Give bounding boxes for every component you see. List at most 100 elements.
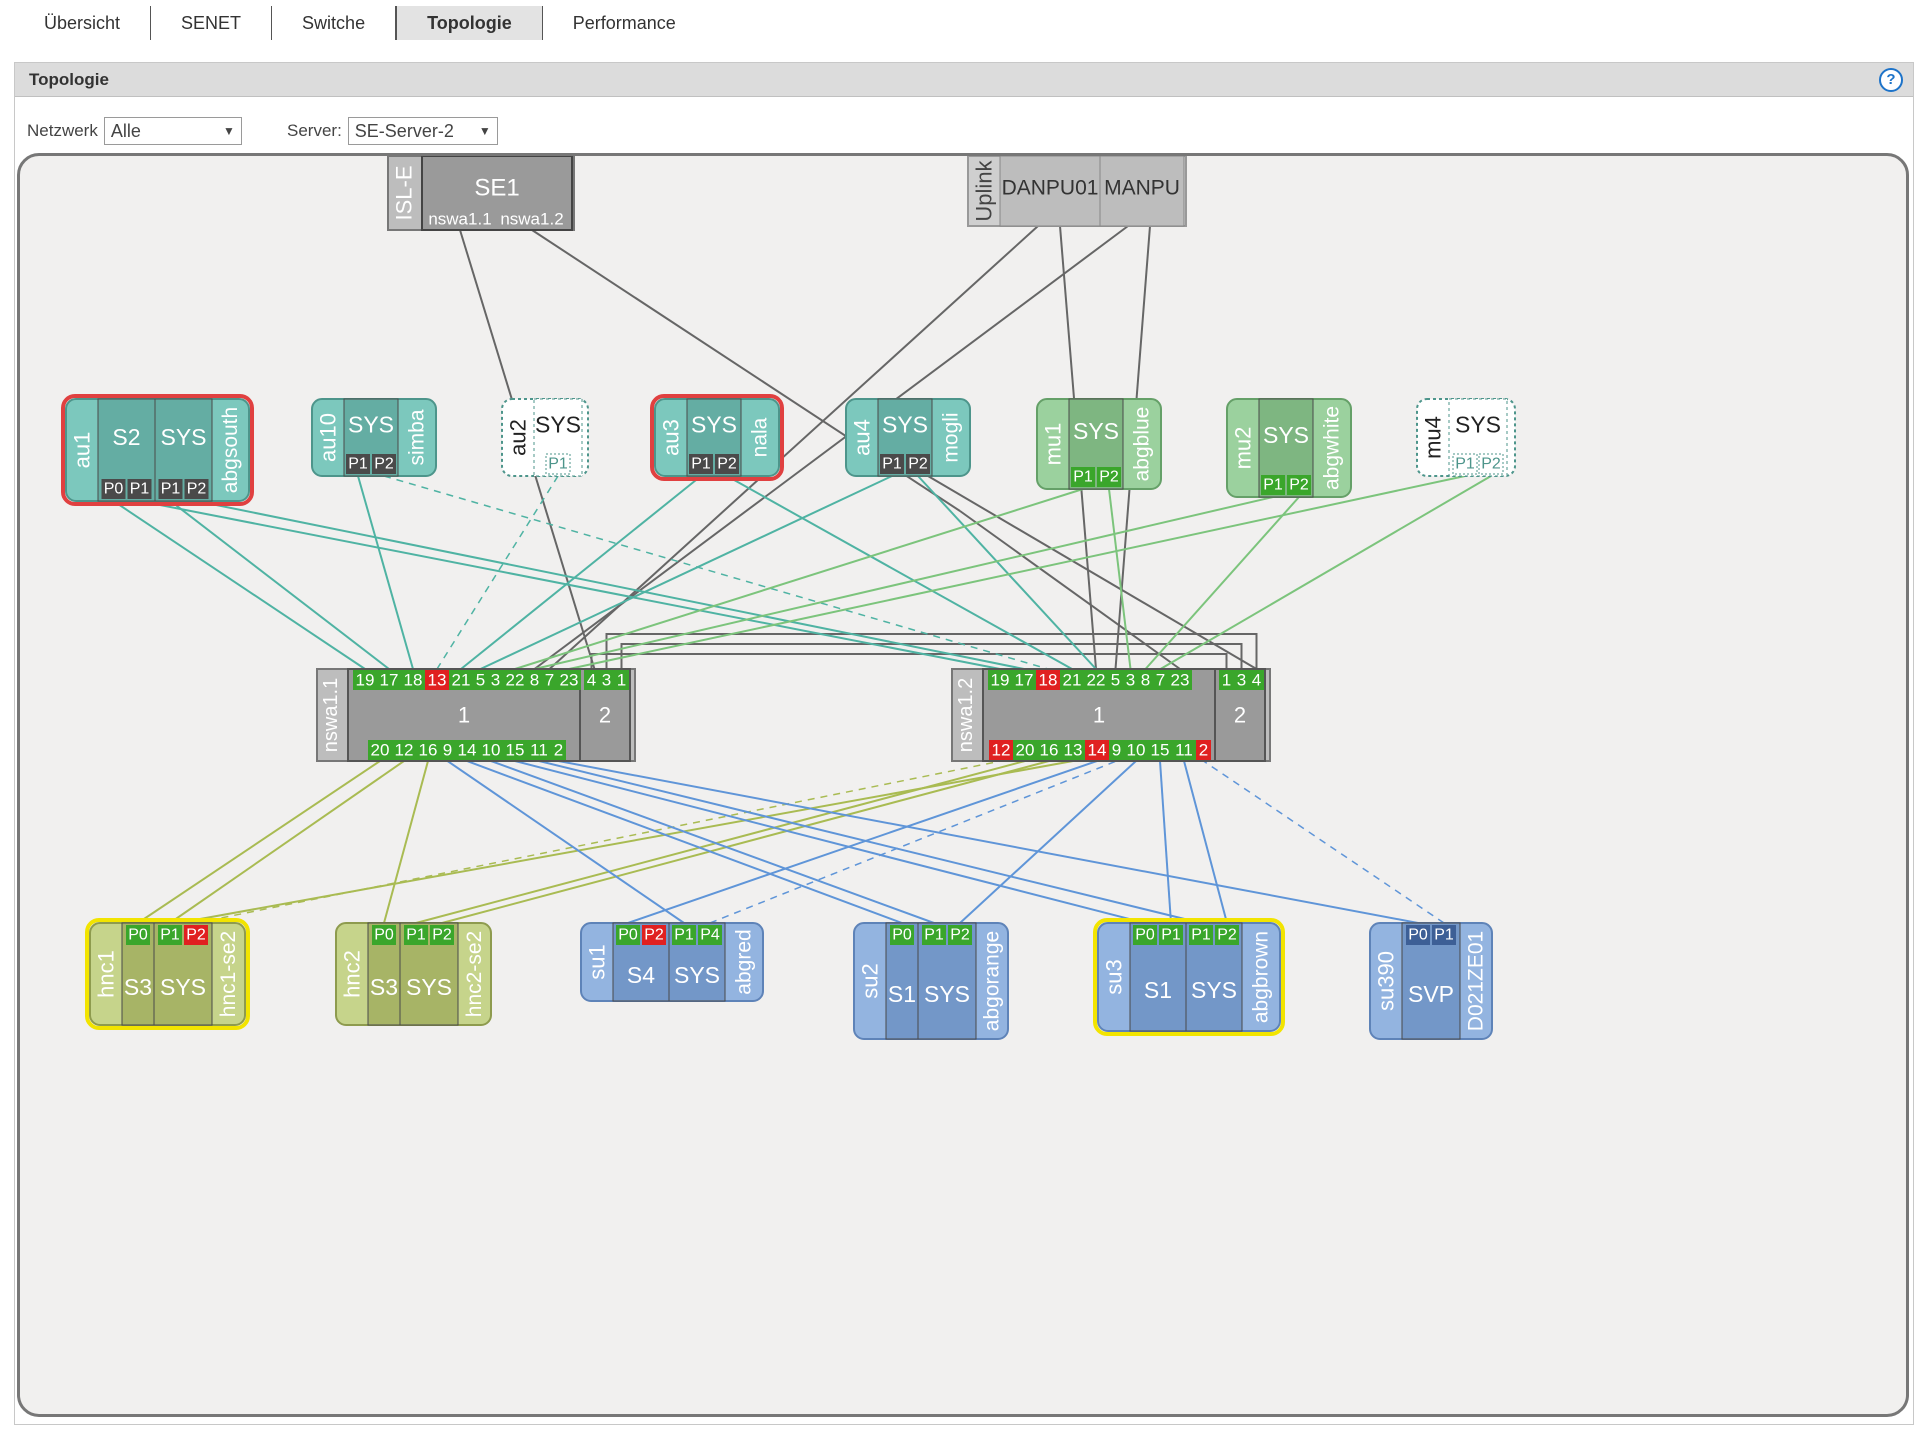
switch-port-label: 5 xyxy=(476,671,485,690)
port-p1 xyxy=(689,454,713,474)
port-label: P2 xyxy=(1099,469,1119,486)
connection-line xyxy=(558,760,1419,924)
switch-port-label: 14 xyxy=(1088,741,1107,760)
connection-line xyxy=(627,760,1098,924)
node-cell-label: SYS xyxy=(1263,422,1309,448)
switch-port-label: 1 xyxy=(617,671,626,690)
tab-topology[interactable]: Topologie xyxy=(396,6,543,40)
port-label: P1 xyxy=(924,927,944,944)
switch-port-label: 2 xyxy=(554,741,563,760)
port-p1 xyxy=(346,454,370,474)
network-select[interactable]: Alle ▼ xyxy=(103,117,242,145)
switch-port xyxy=(527,740,551,760)
port-label: P2 xyxy=(432,927,452,944)
switch-port xyxy=(449,670,473,690)
port-p2 xyxy=(1478,453,1504,475)
switch-unit-label: 1 xyxy=(458,703,470,728)
port-p1 xyxy=(545,453,571,475)
help-icon[interactable]: ? xyxy=(1879,68,1903,92)
port-p0 xyxy=(616,925,640,945)
tab-switches[interactable]: Switche xyxy=(272,6,397,40)
connection-line xyxy=(196,500,1025,670)
switch-port xyxy=(1060,670,1084,690)
port-p2 xyxy=(906,454,930,474)
network-select-value: Alle xyxy=(110,120,141,141)
port-label: P2 xyxy=(374,456,394,473)
port-label: P2 xyxy=(1289,477,1309,494)
node-cell-label: SYS xyxy=(1455,412,1501,438)
port-label: P0 xyxy=(128,927,148,944)
switch-port xyxy=(1219,670,1234,690)
node-id-label: au4 xyxy=(850,419,875,456)
switch-port-label: 11 xyxy=(530,741,548,760)
switch-port xyxy=(455,740,479,760)
port-p2 xyxy=(184,479,209,499)
port-p2 xyxy=(1215,925,1239,945)
switch-port-label: 20 xyxy=(1016,741,1035,760)
switch-port xyxy=(473,670,488,690)
switch-port-label: 13 xyxy=(428,671,447,690)
node-id-label: hnc1 xyxy=(94,950,119,998)
switch-port xyxy=(488,670,503,690)
topology-panel: Topologie ? Netzwerk Alle ▼ Server: SE-S… xyxy=(14,62,1914,1425)
tab-performance[interactable]: Performance xyxy=(572,13,676,33)
connection-line xyxy=(169,500,390,670)
switch-port-label: 16 xyxy=(1040,741,1059,760)
port-label: P1 xyxy=(130,481,150,498)
server-select[interactable]: SE-Server-2 ▼ xyxy=(347,117,498,145)
port-label: P1 xyxy=(161,481,181,498)
switch-port xyxy=(1168,670,1192,690)
isl-port-label: nswa1.2 xyxy=(500,210,563,229)
tab-overview[interactable]: Übersicht xyxy=(14,6,152,40)
switch-port-label: 12 xyxy=(992,741,1011,760)
port-label: P1 xyxy=(1455,456,1475,473)
node-id-label: au10 xyxy=(316,413,341,462)
switch-port-label: 5 xyxy=(1111,671,1120,690)
switch-port xyxy=(542,670,557,690)
port-label: P2 xyxy=(717,456,737,473)
connection-line xyxy=(1159,475,1492,670)
node-side-label: abgblue xyxy=(1131,407,1154,482)
selection-outline xyxy=(1093,918,1285,1036)
node-cell-label: SYS xyxy=(1191,977,1237,1003)
port-p0 xyxy=(372,925,396,945)
port-label: P2 xyxy=(950,927,970,944)
port-label: P1 xyxy=(1073,469,1093,486)
port-p1 xyxy=(1071,467,1095,487)
switch-port-label: 9 xyxy=(1112,741,1121,760)
connection-line xyxy=(137,760,381,924)
port-p1 xyxy=(404,925,428,945)
node-cell-label: SYS xyxy=(882,412,928,438)
port-label: P2 xyxy=(186,927,206,944)
switch-port xyxy=(584,670,599,690)
node-side-label: mogli xyxy=(940,412,963,462)
tab-senet[interactable]: SENET xyxy=(151,6,273,40)
switch-port-label: 10 xyxy=(482,741,501,760)
switch-port-label: 1 xyxy=(1222,671,1231,690)
connection-lines xyxy=(112,225,1492,924)
isl-port-label: nswa1.1 xyxy=(428,210,491,229)
isl-side-label: ISL-E xyxy=(392,165,417,220)
switch-port-label: 7 xyxy=(545,671,554,690)
port-label: P1 xyxy=(1191,927,1211,944)
connection-line xyxy=(441,760,1050,924)
port-p1 xyxy=(1432,925,1456,945)
